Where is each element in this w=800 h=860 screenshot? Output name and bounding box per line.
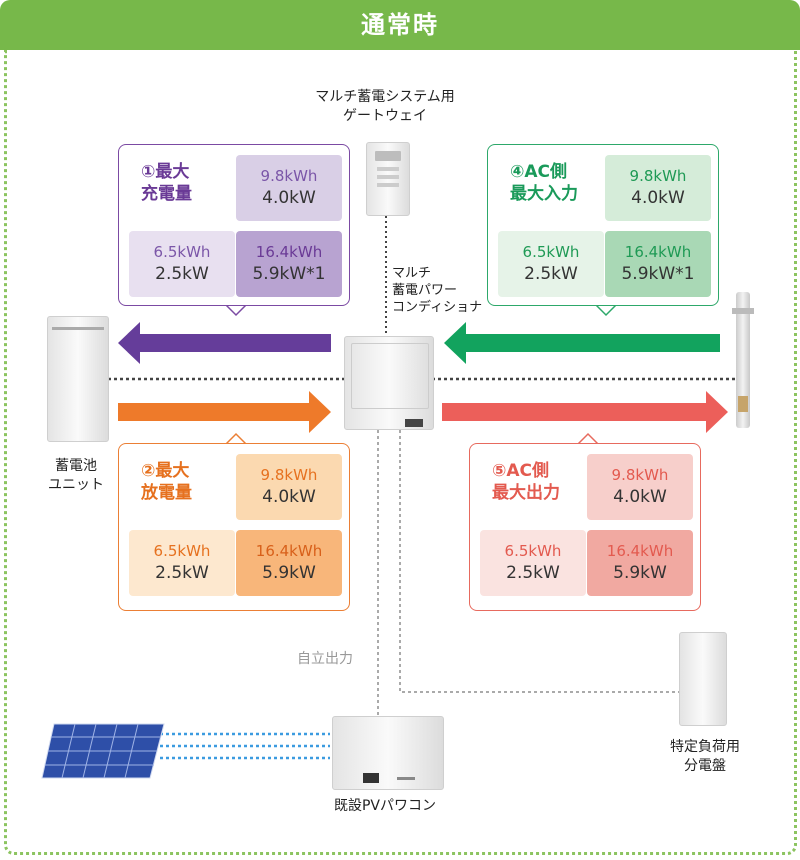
card-ac-max-output: ⑤AC側 最大出力 9.8kWh 4.0kW 6.5kWh 2.5kW 16.4kWh 5.… <box>469 443 701 611</box>
charge-arrow <box>118 322 331 364</box>
kwh-value: 16.4kWh <box>624 243 692 261</box>
capacity-cell: 6.5kWh 2.5kW <box>480 530 586 596</box>
kw-value: 4.0kW <box>262 487 316 507</box>
kwh-value: 6.5kWh <box>153 243 211 261</box>
page-title: 通常時 <box>361 11 439 39</box>
kwh-value: 16.4kWh <box>255 243 323 261</box>
card-title: ④AC側 最大入力 <box>510 162 578 204</box>
utility-pole <box>732 292 754 428</box>
kw-value: 5.9kW <box>262 563 316 583</box>
kwh-value: 16.4kWh <box>606 542 674 560</box>
card-title: ⑤AC側 最大出力 <box>492 461 560 503</box>
kw-value: 2.5kW <box>506 563 560 583</box>
kw-value: 5.9kW*1 <box>252 264 326 284</box>
capacity-cell: 16.4kWh 5.9kW <box>236 530 342 596</box>
kwh-value: 9.8kWh <box>611 466 669 484</box>
kwh-value: 9.8kWh <box>260 167 318 185</box>
conditioner-label: マルチ 蓄電パワー コンディショナ <box>392 266 483 315</box>
ac-input-arrow <box>444 322 720 364</box>
card-max-charge: ①最大 充電量 9.8kWh 4.0kW 6.5kWh 2.5kW 16.4kWh 5.9k… <box>118 144 350 306</box>
pv-conditioner-device <box>332 716 444 790</box>
card-title: ②最大 放電量 <box>141 461 192 503</box>
kw-value: 5.9kW*1 <box>621 264 695 284</box>
battery-unit-device <box>47 316 109 442</box>
kw-value: 4.0kW <box>631 188 685 208</box>
kwh-value: 16.4kWh <box>255 542 323 560</box>
card-pointer-charge <box>224 304 248 317</box>
self-output-label: 自立出力 <box>297 651 353 667</box>
capacity-cell: 16.4kWh 5.9kW*1 <box>236 231 342 297</box>
capacity-cell: 9.8kWh 4.0kW <box>236 454 342 520</box>
capacity-cell: 6.5kWh 2.5kW <box>498 231 604 297</box>
gateway-label: マルチ蓄電システム用 ゲートウェイ <box>315 89 455 124</box>
card-pointer-ac-input <box>594 304 618 317</box>
kwh-value: 9.8kWh <box>260 466 318 484</box>
gateway-device <box>366 142 410 216</box>
panel-label: 特定負荷用 分電盤 <box>670 739 740 774</box>
capacity-cell: 9.8kWh 4.0kW <box>605 155 711 221</box>
kwh-value: 6.5kWh <box>522 243 580 261</box>
kw-value: 4.0kW <box>262 188 316 208</box>
header-bar: 通常時 <box>0 0 800 50</box>
kw-value: 5.9kW <box>613 563 667 583</box>
distribution-panel-device <box>679 632 727 726</box>
kwh-value: 6.5kWh <box>153 542 211 560</box>
battery-label: 蓄電池 ユニット <box>48 458 104 493</box>
capacity-cell: 6.5kWh 2.5kW <box>129 231 235 297</box>
kw-value: 4.0kW <box>613 487 667 507</box>
capacity-cell: 9.8kWh 4.0kW <box>587 454 693 520</box>
kw-value: 2.5kW <box>155 563 209 583</box>
card-max-discharge: ②最大 放電量 9.8kWh 4.0kW 6.5kWh 2.5kW 16.4kWh 5.9k… <box>118 443 350 611</box>
card-title: ①最大 充電量 <box>141 162 192 204</box>
kw-value: 2.5kW <box>524 264 578 284</box>
capacity-cell: 16.4kWh 5.9kW*1 <box>605 231 711 297</box>
ac-output-arrow <box>442 391 728 433</box>
pv-label: 既設PVパワコン <box>333 798 437 814</box>
kwh-value: 9.8kWh <box>629 167 687 185</box>
solar-panel-icon <box>41 723 165 779</box>
capacity-cell: 16.4kWh 5.9kW <box>587 530 693 596</box>
conditioner-device <box>344 336 434 430</box>
capacity-cell: 9.8kWh 4.0kW <box>236 155 342 221</box>
card-ac-max-input: ④AC側 最大入力 9.8kWh 4.0kW 6.5kWh 2.5kW 16.4kWh 5.… <box>487 144 719 306</box>
capacity-cell: 6.5kWh 2.5kW <box>129 530 235 596</box>
dotted-frame <box>4 50 797 855</box>
kwh-value: 6.5kWh <box>504 542 562 560</box>
discharge-arrow <box>118 391 331 433</box>
kw-value: 2.5kW <box>155 264 209 284</box>
